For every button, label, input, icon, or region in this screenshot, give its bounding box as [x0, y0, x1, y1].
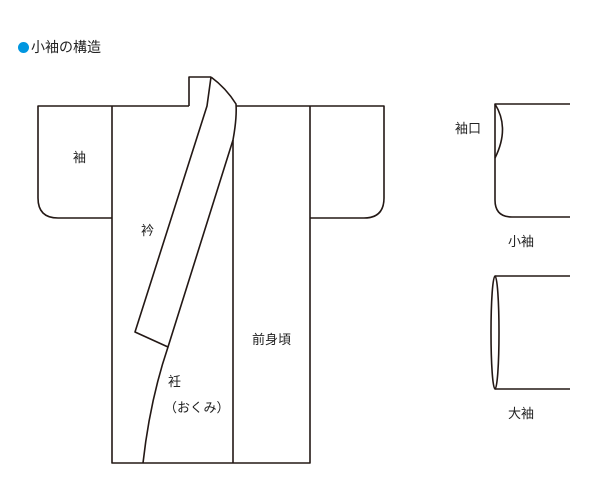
bullet-dot-icon [18, 41, 29, 53]
label-sleeve-opening: 袖口 [455, 122, 481, 137]
body-outline [111, 106, 311, 464]
diagram-title: 小袖の構造 [18, 37, 101, 57]
label-front-body: 前身頃 [252, 332, 291, 348]
collar-band [134, 76, 237, 348]
osode-sleeve [490, 275, 570, 390]
label-collar: 衿 [141, 224, 154, 239]
label-sleeve: 袖 [73, 151, 86, 166]
kimono-outline [37, 76, 385, 464]
label-osode: 大袖 [508, 407, 534, 422]
okumi-edge [142, 346, 169, 464]
title-text: 小袖の構造 [31, 40, 101, 56]
kosode-sleeve [494, 103, 570, 218]
left-sleeve [37, 105, 112, 219]
right-sleeve [310, 105, 385, 219]
label-okumi: 衽 [168, 375, 181, 390]
label-kosode: 小袖 [508, 235, 534, 250]
back-collar [188, 76, 211, 106]
sleeve-opening-curve [494, 103, 504, 159]
label-okumi-reading: （おくみ） [164, 401, 230, 416]
